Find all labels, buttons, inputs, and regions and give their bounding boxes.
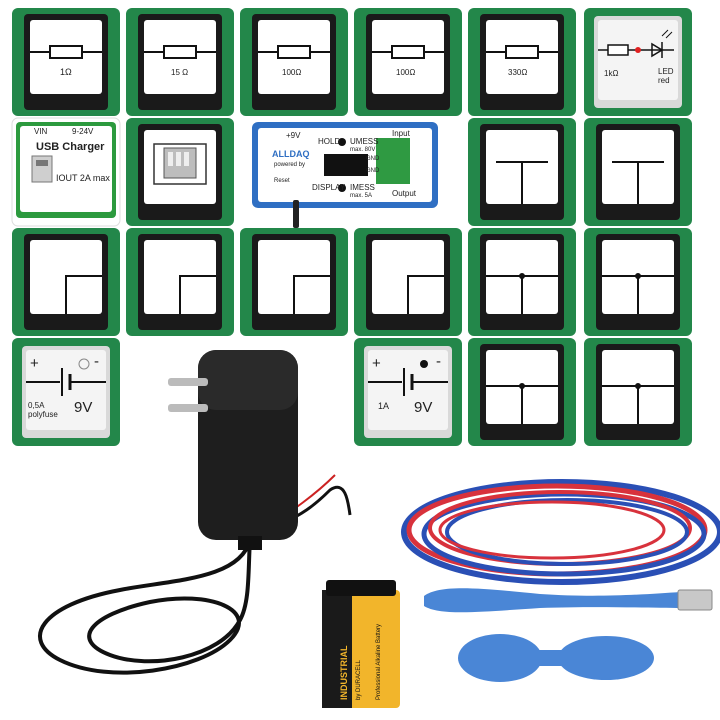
t-junction-brick-1	[466, 116, 578, 228]
cross-shape	[584, 338, 692, 446]
led-color-label: red	[658, 76, 670, 85]
alldaq-reset: Reset	[274, 178, 290, 184]
battery-brick-1: + - 0,5A polyfuse 9V	[10, 336, 122, 448]
battery-plus-sign: +	[372, 355, 381, 372]
t-junction-shape	[584, 118, 692, 226]
corner-brick-3	[238, 226, 350, 338]
battery-brick-2: + - 1A 9V	[352, 336, 464, 448]
usb-iout-label: IOUT 2A max	[56, 173, 110, 183]
fuse-type: polyfuse	[28, 410, 58, 419]
switch-brick	[124, 116, 236, 228]
alldaq-meter-module: +9V HOLD UMESS max. 80V ALLDAQ powered b…	[252, 120, 438, 212]
alldaq-gnd1: GND	[366, 156, 380, 162]
alldaq-umax: max. 80V	[350, 147, 376, 153]
resistor-brick-5: 330Ω	[466, 6, 578, 118]
corner-shape	[240, 228, 348, 336]
cross-brick-1	[466, 226, 578, 338]
alldaq-gnd2: GND	[366, 168, 380, 174]
cross-brick-2	[582, 226, 694, 338]
led-resistor-value: 1kΩ	[604, 69, 619, 78]
usb-voltage-range: 9-24V	[72, 127, 94, 136]
battery-plus-sign: +	[30, 355, 39, 372]
resistor-brick-shape	[126, 8, 234, 116]
corner-shape	[12, 228, 120, 336]
nine-volt-battery	[322, 580, 400, 708]
cross-brick-4	[582, 336, 694, 448]
alldaq-input: Input	[392, 129, 410, 138]
resistor-value: 15 Ω	[171, 68, 189, 77]
usb-charger-brick: VIN 9-24V USB Charger IOUT 2A max	[10, 116, 122, 228]
alldaq-plus9v: +9V	[286, 131, 301, 140]
alldaq-meter-shape	[252, 122, 438, 208]
usb-fan-stick	[424, 588, 713, 613]
resistor-brick-2: 15 Ω	[124, 6, 236, 118]
alldaq-display: DISPLAY	[312, 183, 346, 192]
t-junction-shape	[468, 118, 576, 226]
fan-blade	[458, 634, 654, 682]
resistor-value: 100Ω	[282, 68, 302, 77]
alldaq-imess: IMESS	[350, 183, 375, 192]
battery-current: 1A	[378, 401, 390, 411]
cross-brick-3	[466, 336, 578, 448]
resistor-value: 330Ω	[508, 68, 528, 77]
cross-shape	[468, 338, 576, 446]
corner-brick-4	[352, 226, 464, 338]
usb-vin-label: VIN	[34, 127, 48, 136]
battery-type: Professional Alkaline Battery	[376, 623, 382, 700]
fuse-rating: 0,5A	[28, 401, 45, 410]
power-adapter	[168, 350, 298, 550]
alldaq-reset-knob	[293, 200, 299, 228]
corner-shape	[354, 228, 462, 336]
alldaq-brand: ALLDAQ	[272, 149, 310, 159]
usb-charger-title: USB Charger	[36, 141, 105, 153]
alldaq-imax: max. 5A	[350, 193, 373, 199]
battery-minus-sign: -	[436, 353, 441, 370]
t-junction-brick-2	[582, 116, 694, 228]
led-label: LED	[658, 67, 674, 76]
battery-voltage: 9V	[74, 399, 93, 416]
corner-shape	[126, 228, 234, 336]
jumper-wire-bundle	[401, 479, 720, 585]
alldaq-output: Output	[392, 189, 417, 198]
battery-brand: INDUSTRIAL	[339, 645, 349, 701]
switch-brick-shape	[126, 118, 234, 226]
corner-brick-1	[10, 226, 122, 338]
battery-brick-shape	[354, 338, 462, 446]
resistor-brick-3: 100Ω	[238, 6, 350, 118]
corner-brick-2	[124, 226, 236, 338]
battery-sub-brand: by DURACELL	[356, 659, 362, 700]
battery-minus-sign: -	[94, 353, 99, 370]
cross-shape	[468, 228, 576, 336]
led-brick: 1kΩ LED red	[582, 6, 694, 118]
battery-voltage: 9V	[414, 399, 433, 416]
resistor-brick-4: 100Ω	[352, 6, 464, 118]
usb-charger-shape	[11, 117, 121, 227]
resistor-brick-shape	[354, 8, 462, 116]
resistor-brick-shape	[240, 8, 348, 116]
cross-shape	[584, 228, 692, 336]
resistor-brick-1: 1Ω	[10, 6, 122, 118]
resistor-value: 1Ω	[60, 67, 72, 77]
battery-brick-shape	[12, 338, 120, 446]
led-brick-shape	[584, 8, 692, 116]
resistor-value: 100Ω	[396, 68, 416, 77]
alldaq-hold: HOLD	[318, 137, 341, 146]
alldaq-umess: UMESS	[350, 137, 379, 146]
alldaq-powered: powered by	[274, 162, 306, 168]
resistor-brick-shape	[12, 8, 120, 116]
resistor-brick-shape	[468, 8, 576, 116]
